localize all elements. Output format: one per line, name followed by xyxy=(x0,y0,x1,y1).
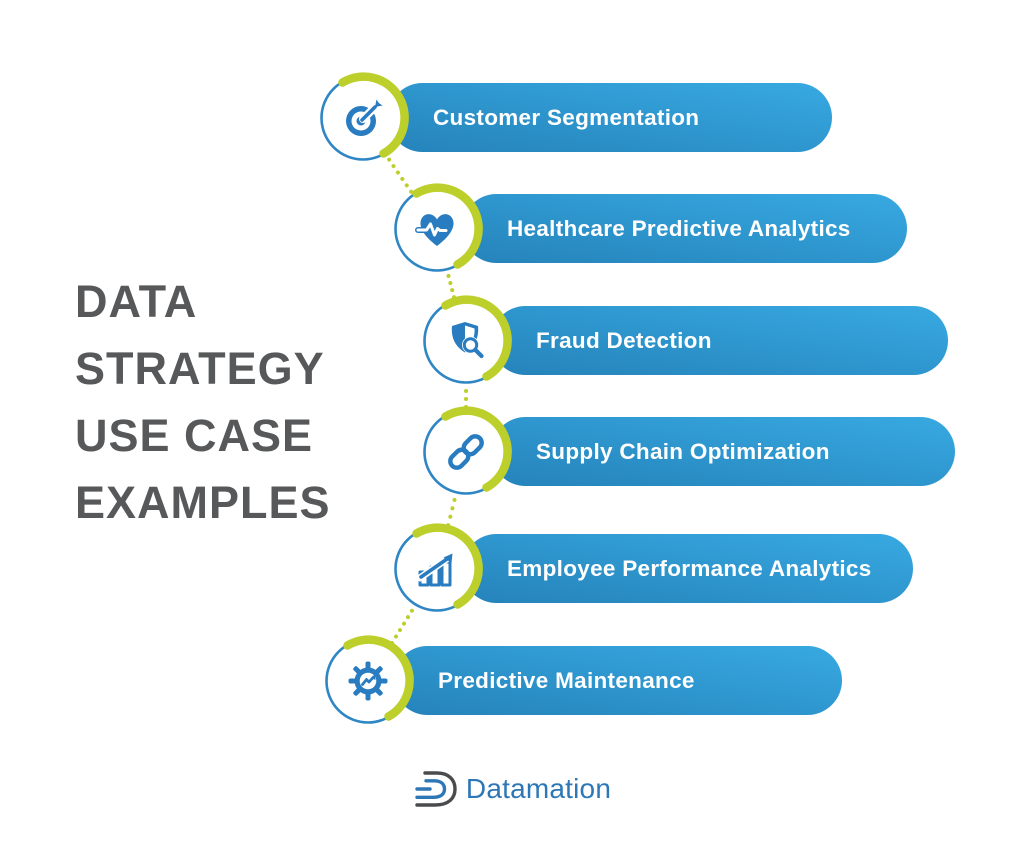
use-case-row-supply-chain-optimization: Supply Chain Optimization xyxy=(420,406,955,498)
use-case-label: Customer Segmentation xyxy=(433,104,700,130)
use-case-label: Supply Chain Optimization xyxy=(536,438,830,464)
icon-badge xyxy=(391,183,483,275)
shield-magnifier-icon xyxy=(451,322,484,359)
use-case-row-predictive-maintenance: Predictive Maintenance xyxy=(322,635,842,727)
use-case-bar: Supply Chain Optimization xyxy=(491,417,955,486)
brand-name: Datamation xyxy=(465,773,612,804)
use-case-row-fraud-detection: Fraud Detection xyxy=(420,295,948,387)
use-case-label: Fraud Detection xyxy=(536,327,712,353)
use-case-bar: Employee Performance Analytics xyxy=(462,534,913,603)
page-title: DATA STRATEGY USE CASE EXAMPLES xyxy=(75,276,331,528)
icon-badge xyxy=(391,523,483,615)
use-case-label: Healthcare Predictive Analytics xyxy=(507,215,851,241)
heart-pulse-icon xyxy=(415,214,454,246)
brand-logo: Datamation xyxy=(0,766,1024,812)
use-case-bar: Customer Segmentation xyxy=(388,83,832,152)
use-case-label: Predictive Maintenance xyxy=(438,667,695,693)
icon-badge xyxy=(420,406,512,498)
datamation-logo-icon xyxy=(415,771,457,807)
icon-badge xyxy=(322,635,414,727)
icon-badge xyxy=(317,72,409,164)
use-case-bar: Predictive Maintenance xyxy=(393,646,842,715)
use-case-bar: Healthcare Predictive Analytics xyxy=(462,194,907,263)
bar-chart-arrow-icon xyxy=(416,553,453,587)
use-case-label: Employee Performance Analytics xyxy=(507,555,872,581)
use-case-bar: Fraud Detection xyxy=(491,306,948,375)
target-dart-icon xyxy=(346,99,383,136)
gear-trend-icon xyxy=(348,661,388,701)
use-case-row-customer-segmentation: Customer Segmentation xyxy=(317,72,832,164)
use-case-row-healthcare-predictive-analytics: Healthcare Predictive Analytics xyxy=(391,183,907,275)
icon-badge xyxy=(420,295,512,387)
chain-link-icon xyxy=(448,434,484,470)
use-case-row-employee-performance-analytics: Employee Performance Analytics xyxy=(391,523,913,615)
